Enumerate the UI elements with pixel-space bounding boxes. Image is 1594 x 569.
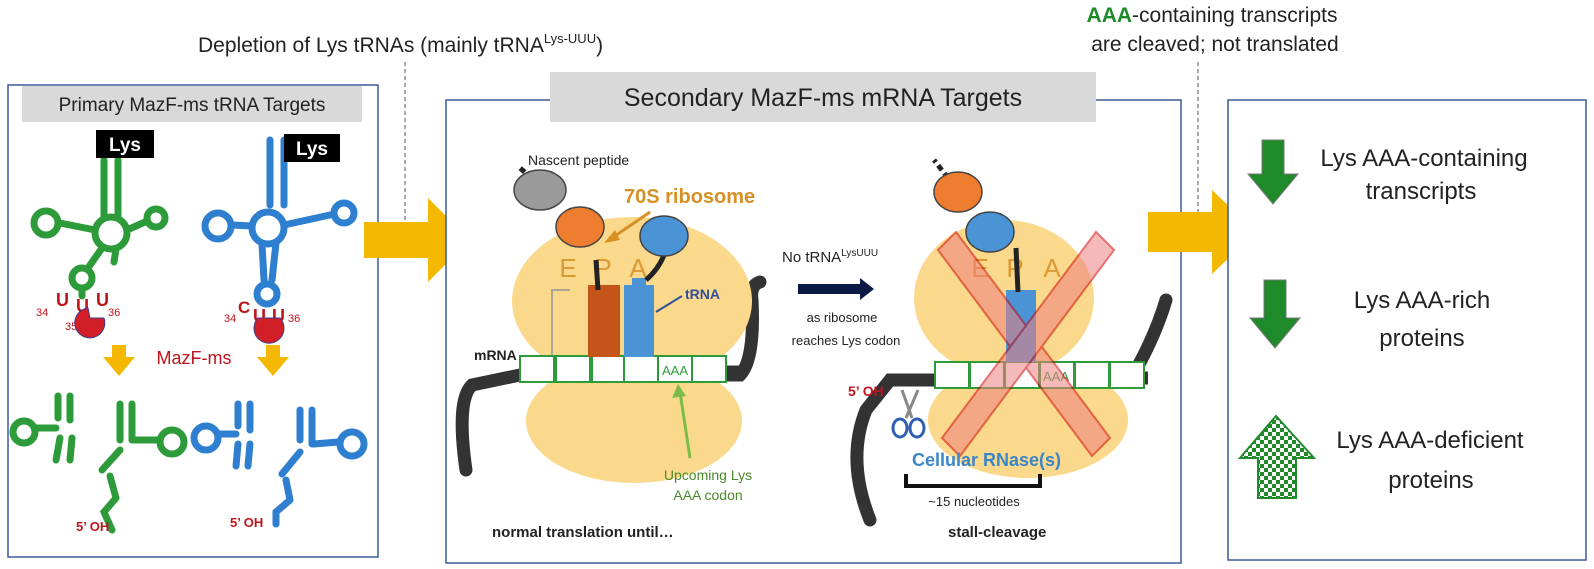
codon-aaa-left: AAA <box>662 363 688 378</box>
no-trna-label: No tRNALysUUU <box>782 248 878 266</box>
outcome-1-line2: transcripts <box>1366 178 1477 205</box>
green-anticodon: U U U 34 35 36 <box>36 290 120 333</box>
ribosome-label: 70S ribosome <box>624 186 755 208</box>
svg-text:34: 34 <box>36 307 48 319</box>
green-trna-icon <box>30 156 169 300</box>
reaches-label: reaches Lys codon <box>792 333 901 348</box>
nucleotide-bracket <box>904 474 1042 488</box>
aminoacyl-trna-top <box>632 278 646 290</box>
upcoming-pointer <box>678 391 692 459</box>
big-arrow-1 <box>364 198 470 282</box>
down-arrow-transcripts <box>1246 139 1300 205</box>
peptide-bead-blue-2 <box>965 211 1015 253</box>
lys-label-blue <box>284 134 340 162</box>
nucleotides-label: ~15 nucleotides <box>928 494 1020 509</box>
down-arrow-proteins <box>1248 279 1302 349</box>
panel-primary-title-bg <box>22 86 362 122</box>
left-caption: normal translation until… <box>492 524 674 541</box>
middle-arrow <box>798 278 874 300</box>
peptide-chain-right <box>1013 247 1021 293</box>
aminoacyl-trna <box>624 285 654 357</box>
lys-label-green <box>96 130 154 158</box>
top-left-caption: Depletion of Lys tRNAs (mainly tRNALys-U… <box>198 31 603 57</box>
as-ribosome-label: as ribosome <box>807 310 878 325</box>
peptide-bead-orange <box>555 206 605 248</box>
blue-cleaved-fragments <box>190 400 368 528</box>
mazf-enzyme-icon-1 <box>74 307 106 339</box>
panel-primary-targets <box>7 84 379 558</box>
svg-text:34: 34 <box>224 313 236 325</box>
up-arrow-deficient <box>1237 414 1317 499</box>
mrna-strand-left <box>455 275 767 477</box>
blue-trna-icon <box>201 136 358 308</box>
peptide-bead-blue <box>639 215 689 257</box>
down-arrow-blue <box>257 345 289 376</box>
svg-text:U: U <box>56 290 69 310</box>
oh-label-right: 5’ OH <box>848 383 884 399</box>
svg-text:U: U <box>96 290 109 310</box>
mrna-strand-right <box>850 293 1173 527</box>
site-a-right: A <box>1043 253 1061 283</box>
top-right-caption: AAA-containing transcripts are cleaved; … <box>1087 4 1339 56</box>
site-a-left: A <box>629 253 647 283</box>
scissors-icon <box>891 389 926 439</box>
trna-pointer <box>655 295 683 313</box>
svg-text:35: 35 <box>65 321 77 333</box>
lys-label-blue-text: Lys <box>296 139 328 160</box>
stall-x-icon <box>936 230 1116 458</box>
oh-label-2: 5’ OH <box>230 515 263 530</box>
ribosome-pointer-head <box>604 230 620 243</box>
upcoming-pointer-head <box>672 384 686 398</box>
outcome-2-line2: proteins <box>1379 325 1464 352</box>
svg-text:C: C <box>238 298 250 317</box>
outcome-1-line1: Lys AAA-containing <box>1320 145 1527 172</box>
panel-secondary-title: Secondary MazF-ms mRNA Targets <box>624 84 1022 112</box>
green-cleaved-fragments <box>9 392 188 534</box>
peptide-chain <box>593 259 601 291</box>
svg-text:36: 36 <box>108 307 120 319</box>
lys-label-green-text: Lys <box>109 135 141 156</box>
svg-text:are cleaved; not translated: are cleaved; not translated <box>1091 33 1339 56</box>
down-arrow-green <box>103 345 135 376</box>
upcoming-label-2: AAA codon <box>673 487 742 503</box>
svg-text:Depletion of Lys tRNAs (mainly: Depletion of Lys tRNAs (mainly tRNALys-U… <box>198 31 603 57</box>
right-caption: stall-cleavage <box>948 524 1046 541</box>
outcome-2-line1: Lys AAA-rich <box>1354 287 1491 314</box>
panel-secondary-title-bg <box>550 72 1096 122</box>
mazf-enzyme-icon-2 <box>253 317 285 344</box>
site-e-left: E <box>559 253 576 283</box>
oh-label-1: 5’ OH <box>76 519 109 534</box>
e-site-bracket <box>551 289 570 356</box>
svg-text:AAA-containing transcripts: AAA-containing transcripts <box>1087 4 1338 27</box>
mrna-label: mRNA <box>474 347 517 363</box>
peptidyl-trna <box>588 285 620 357</box>
outcome-3-line2: proteins <box>1388 467 1473 494</box>
peptide-bead-gray <box>513 169 567 211</box>
mazf-label: MazF-ms <box>157 348 232 368</box>
peptide-bead-orange-2 <box>933 171 983 213</box>
trna-label: tRNA <box>685 286 720 302</box>
ribosome-pointer <box>611 210 651 240</box>
panel-primary-title: Primary MazF-ms tRNA Targets <box>59 95 326 116</box>
outcome-3-line1: Lys AAA-deficient <box>1336 427 1524 454</box>
rnase-label: Cellular RNase(s) <box>912 450 1061 470</box>
nascent-peptide-label: Nascent peptide <box>528 152 629 168</box>
upcoming-label-1: Upcoming Lys <box>664 467 752 483</box>
codon-boxes-left <box>519 355 727 383</box>
svg-text:36: 36 <box>288 313 300 325</box>
